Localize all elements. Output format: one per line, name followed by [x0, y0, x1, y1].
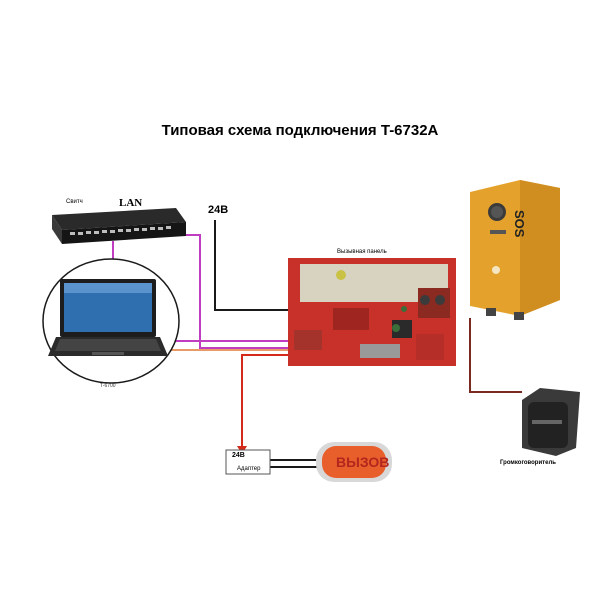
power-24v-label: 24В: [208, 204, 229, 216]
diagram-title: Типовая схема подключения T-6732A: [161, 122, 439, 139]
adapter-label: Адаптер: [237, 466, 261, 472]
connection-lines: [112, 220, 522, 468]
switch-label: Свитч: [66, 199, 83, 205]
call-sign-icon: [316, 442, 392, 482]
power-cable-24v: [214, 220, 290, 311]
sos-label: SOS: [512, 210, 527, 238]
circuit-board-icon: [288, 258, 456, 366]
laptop-icon: [48, 279, 168, 356]
speaker-icon: [522, 388, 580, 456]
call-panel-label: Вызывная панель: [337, 249, 387, 255]
lan-label: LAN: [119, 197, 143, 209]
call-sign-label: ВЫЗОВ: [336, 454, 390, 470]
laptop-model-label: T-6700: [100, 383, 116, 389]
intercom-icon: [470, 180, 560, 320]
speaker-label: Громкоговоритель: [500, 460, 556, 466]
speaker-cable: [469, 318, 522, 393]
signal-cable-red: [241, 354, 290, 452]
lan-cable-switch-panel: [176, 234, 290, 349]
network-switch-icon: [52, 208, 186, 244]
adapter-voltage-label: 24В: [232, 452, 245, 459]
power-adapter-icon: [225, 449, 271, 475]
